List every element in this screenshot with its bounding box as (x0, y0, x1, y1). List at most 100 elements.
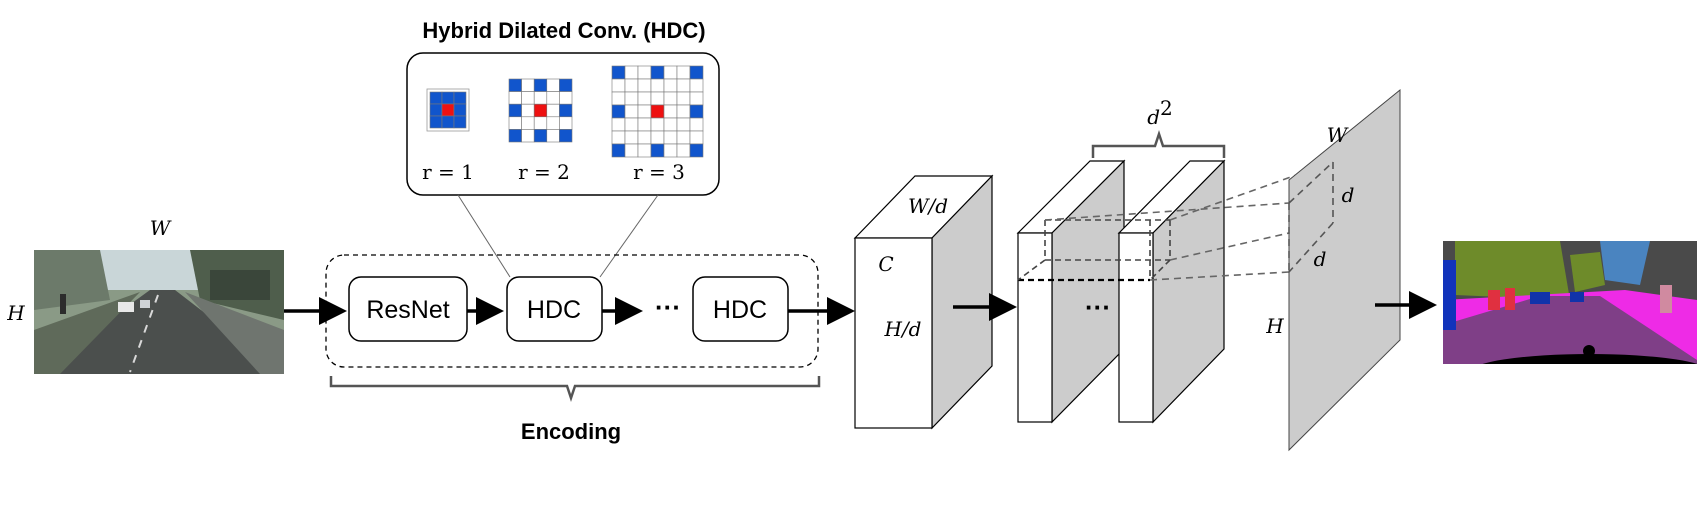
duc-channels-label: d2 (1147, 96, 1173, 129)
kernel-cell (429, 115, 443, 129)
kernel-cell (611, 65, 626, 80)
kernel-cell (624, 91, 639, 106)
kernel-cell (624, 117, 639, 132)
kernel-cell (611, 78, 626, 93)
kernel-cell (429, 91, 443, 105)
duc-pixel-cube (1017, 219, 1171, 282)
kernel-cell (689, 104, 704, 119)
kernel-cell (650, 78, 665, 93)
kernel-cell (521, 91, 535, 105)
kernel-cell (663, 130, 678, 145)
kernel-cell (624, 143, 639, 158)
kernel-cell (546, 103, 560, 118)
kernel-cell (429, 103, 443, 117)
output-plane (1288, 88, 1401, 452)
feature-map-cuboid (853, 174, 994, 430)
output-plane-cell (1288, 161, 1334, 273)
kernel-cell (650, 117, 665, 132)
hdc-block-1-label: HDC (527, 296, 581, 324)
kernel-cell (508, 78, 522, 92)
kernel-cell (624, 65, 639, 80)
kernel-cell (637, 117, 652, 132)
feature-width-label: W/d (908, 194, 948, 218)
output-d-label-top: d (1342, 183, 1355, 207)
feature-channel-label: C (878, 252, 893, 276)
kernel-cell (546, 129, 560, 143)
feature-height-label: H/d (884, 317, 922, 341)
kernel-cell (508, 91, 522, 105)
kernel-cell (676, 130, 691, 145)
kernel-cell (546, 116, 560, 130)
kernel-r2-grid (508, 78, 573, 143)
duc-dots: ··· (1085, 292, 1111, 322)
input-width-label: W (150, 216, 172, 240)
kernel-cell (453, 115, 467, 129)
kernel-cell (611, 104, 626, 119)
kernel-cell (663, 117, 678, 132)
kernel-cell (650, 91, 665, 106)
kernel-cell (611, 143, 626, 158)
kernel-cell (663, 65, 678, 80)
kernel-cell (689, 117, 704, 132)
kernel-cell (637, 104, 652, 119)
kernel-cell (637, 65, 652, 80)
kernel-cell (521, 78, 535, 92)
kernel-cell (508, 103, 522, 118)
output-width-label: W (1327, 123, 1349, 147)
kernel-cell (676, 117, 691, 132)
kernel-cell (676, 91, 691, 106)
kernel-cell (689, 91, 704, 106)
kernel-cell (533, 78, 548, 92)
output-segmentation-map (1443, 241, 1697, 364)
kernel-cell (453, 103, 467, 117)
resnet-label: ResNet (366, 296, 449, 324)
kernel-cell (508, 116, 522, 130)
kernel-cell (533, 129, 548, 143)
encoding-brace (329, 376, 821, 402)
kernel-cell (508, 129, 522, 143)
kernel-cell (546, 91, 560, 105)
output-d-label-bottom: d (1314, 247, 1327, 271)
kernel-cell (559, 116, 573, 130)
kernel-cell (650, 104, 665, 119)
kernel-cell (611, 117, 626, 132)
kernel-cell (521, 116, 535, 130)
kernel-cell (689, 65, 704, 80)
resnet-block (348, 276, 468, 342)
hdc-block-1 (506, 276, 603, 342)
output-height-label: H (1265, 314, 1284, 338)
hdc-panel-title: Hybrid Dilated Conv. (HDC) (422, 18, 705, 43)
kernel-cell (611, 91, 626, 106)
input-height-label: H (6, 301, 25, 325)
kernel-cell (559, 78, 573, 92)
kernel-cell (650, 143, 665, 158)
kernel-cell (521, 103, 535, 118)
rate-label-3: r = 3 (633, 160, 685, 184)
rate-label-2: r = 2 (518, 160, 570, 184)
callout-line-left (457, 194, 511, 278)
kernel-cell (441, 115, 455, 129)
kernel-cell (663, 78, 678, 93)
duc-slab-2 (1117, 159, 1226, 424)
kernel-r3-grid (611, 65, 704, 158)
kernel-cell (559, 103, 573, 118)
duc-slab-1 (1016, 159, 1126, 424)
kernel-cell (676, 104, 691, 119)
kernel-cell (441, 103, 455, 117)
kernel-cell (676, 143, 691, 158)
kernel-cell (650, 65, 665, 80)
encoding-label: Encoding (521, 419, 621, 444)
kernel-cell (637, 78, 652, 93)
kernel-cell (559, 129, 573, 143)
kernel-cell (533, 91, 548, 105)
kernel-cell (533, 116, 548, 130)
kernel-cell (650, 130, 665, 145)
kernel-cell (689, 130, 704, 145)
duc-channels-exponent: 2 (1160, 96, 1173, 120)
kernel-cell (533, 103, 548, 118)
kernel-cell (637, 143, 652, 158)
kernel-cell (624, 104, 639, 119)
kernel-cell (521, 129, 535, 143)
kernel-cell (676, 65, 691, 80)
encoder-dots: ··· (655, 292, 681, 322)
